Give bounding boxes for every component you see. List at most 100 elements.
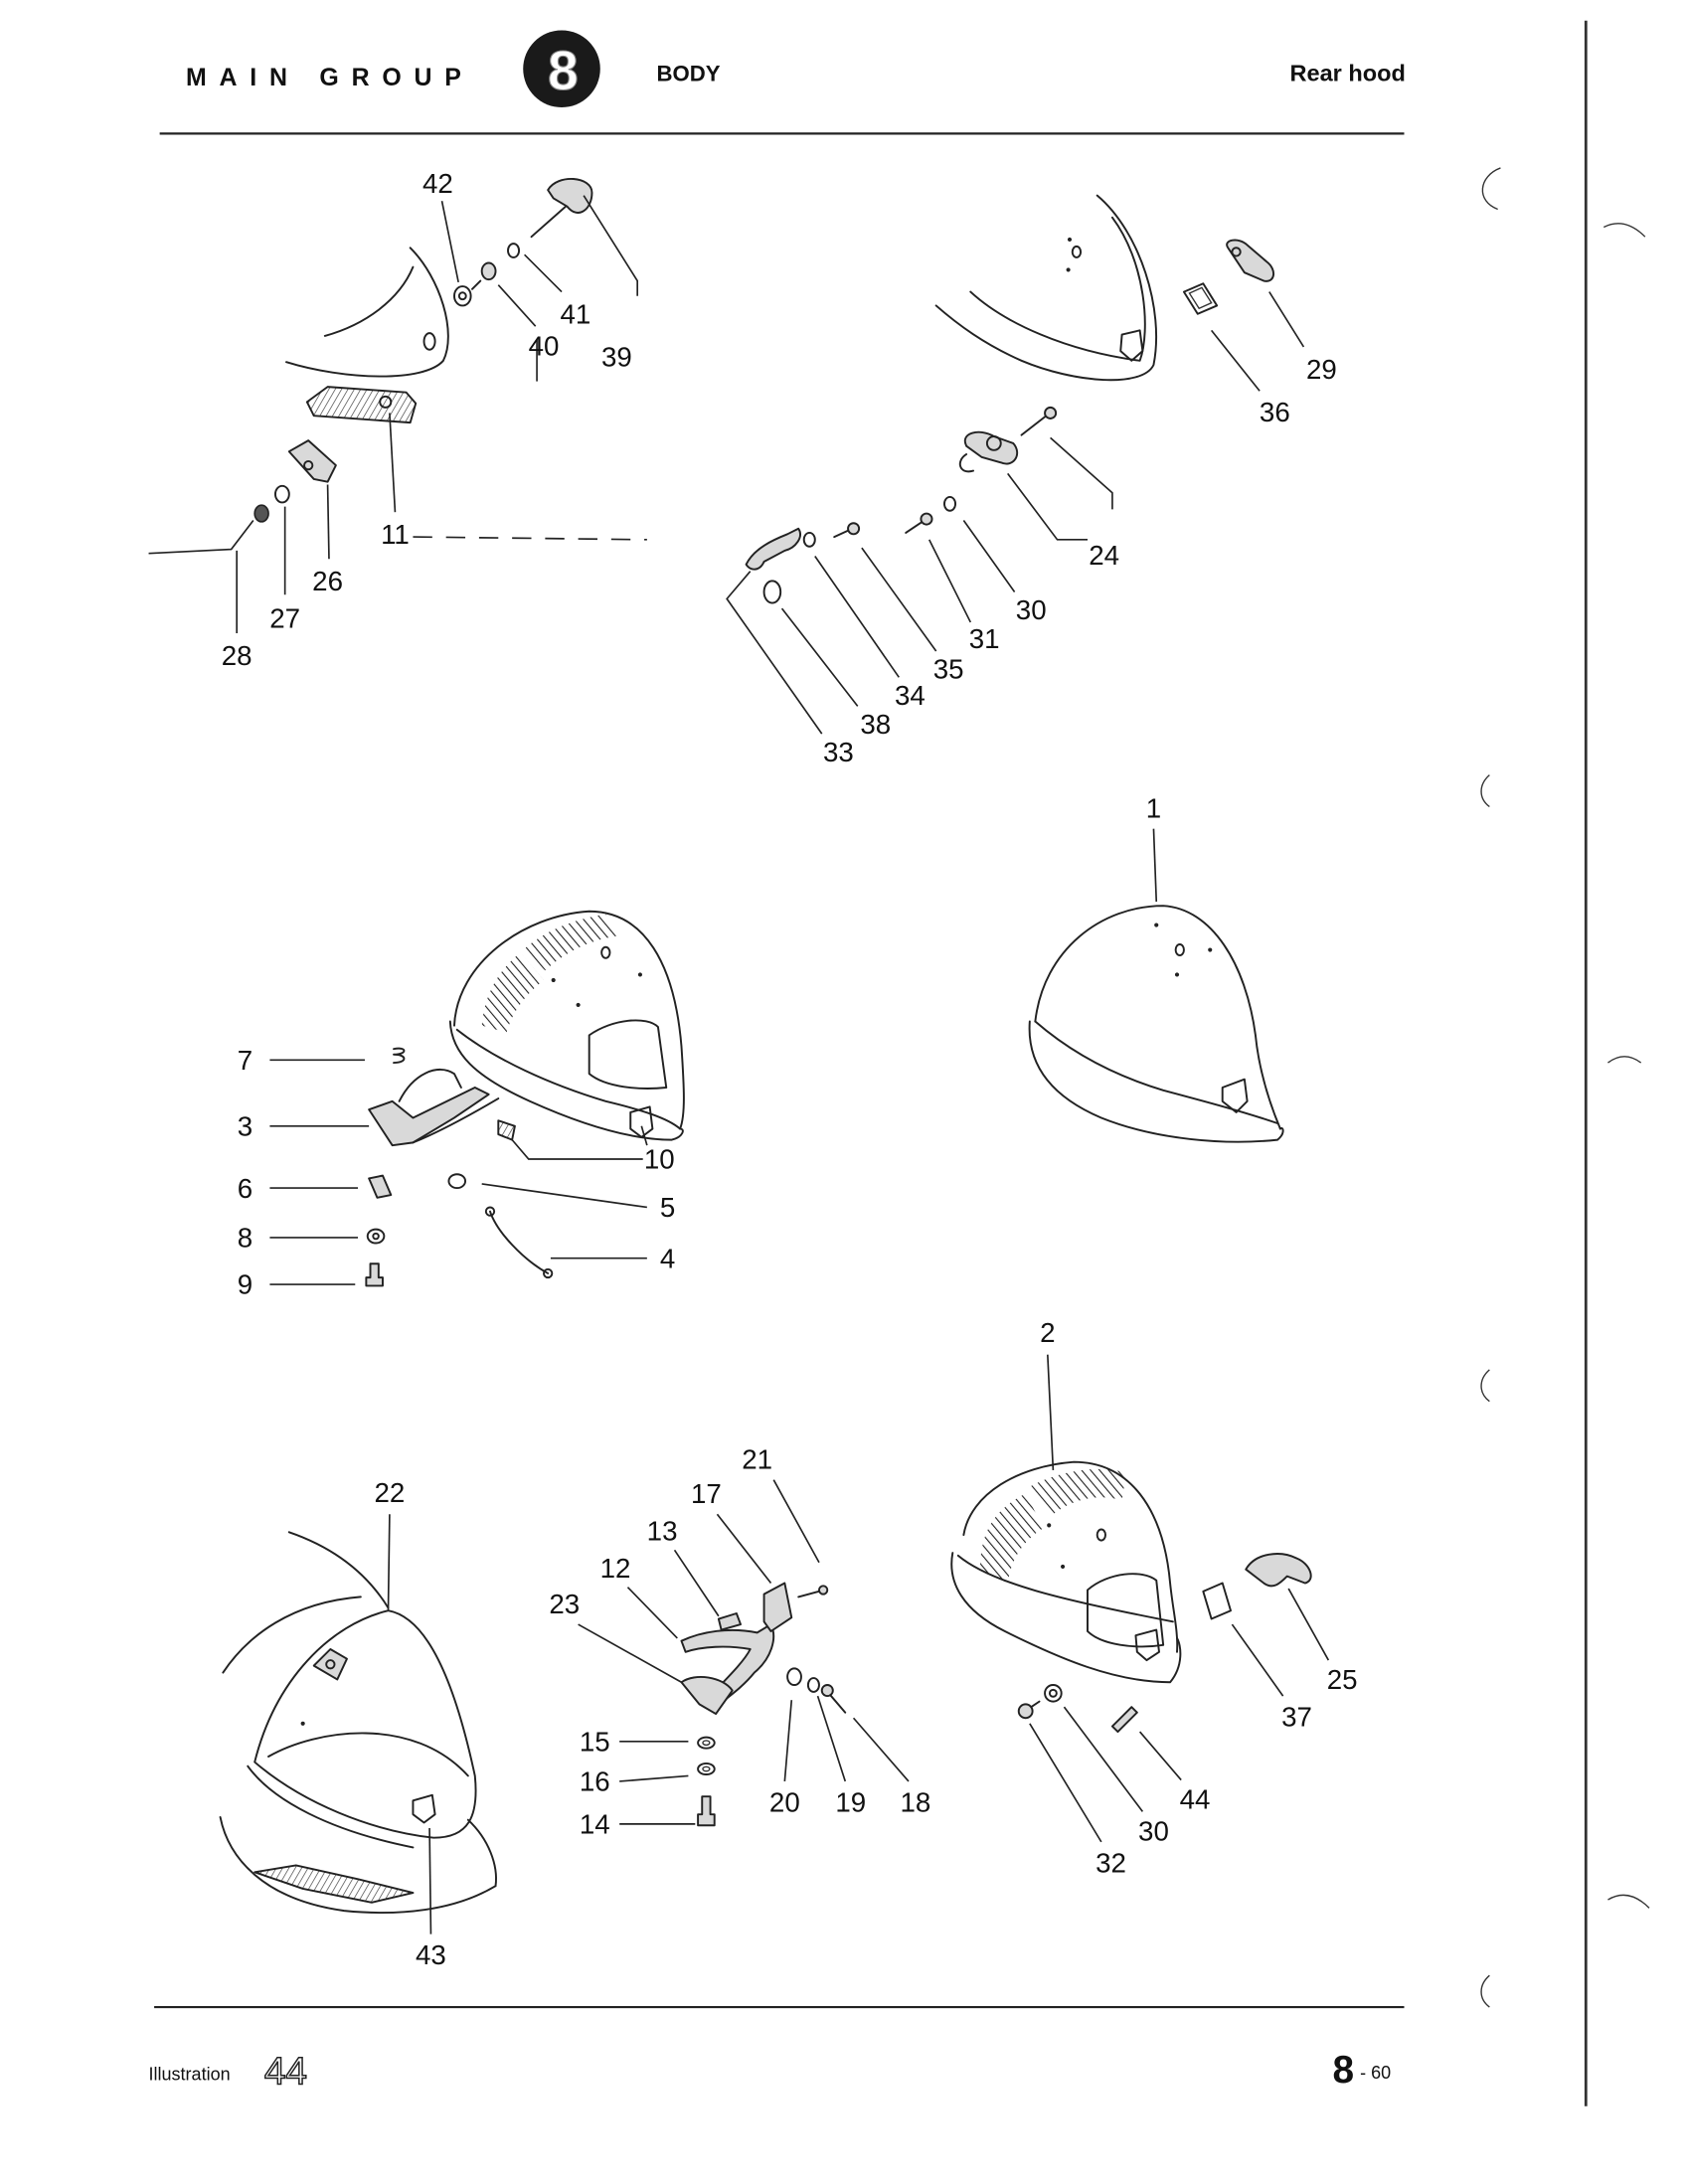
- punch-mark: [1480, 1369, 1490, 1403]
- screw-21-shaft: [797, 1590, 820, 1598]
- leader-22: [387, 1514, 391, 1611]
- callout-30-upper: 30: [1016, 594, 1047, 625]
- latch-22: [312, 1648, 348, 1681]
- rod-4: [489, 1210, 550, 1274]
- spring-7: [393, 1047, 406, 1065]
- leader-21: [772, 1479, 820, 1564]
- hood-corner-crease: [323, 265, 415, 337]
- leader-33: [726, 571, 823, 735]
- group-number: 8: [548, 40, 579, 101]
- hood-1-dome: [1034, 905, 1281, 1130]
- hood-latch-handle-group: [253, 177, 593, 523]
- page-title: Rear hood: [1290, 61, 1406, 86]
- leader-40: [497, 284, 537, 327]
- hinge-3: [368, 1087, 490, 1147]
- washer-8: [366, 1228, 386, 1245]
- mount-dot: [1066, 267, 1071, 272]
- hood-2-skirt-top: [956, 1554, 1174, 1623]
- leader-32: [1029, 1723, 1102, 1843]
- gasket-36-inner: [1188, 286, 1213, 310]
- callout-8: 8: [238, 1223, 253, 1254]
- hood-vented-skirt-top: [455, 1028, 682, 1130]
- rod-4-end: [484, 1206, 496, 1217]
- gasket-36: [1182, 282, 1219, 315]
- rear-hood-vented-hinge-group: [365, 910, 685, 1287]
- screw-21-head: [817, 1585, 829, 1596]
- callout-41: 41: [560, 298, 590, 329]
- callout-19: 19: [835, 1786, 866, 1817]
- emblem-icon: [1119, 329, 1144, 362]
- hood-vented-dot: [637, 972, 643, 977]
- callout-3: 3: [238, 1110, 253, 1141]
- leader-26: [326, 484, 330, 560]
- callout-22: 22: [374, 1477, 405, 1508]
- leader-17: [716, 1513, 772, 1585]
- leader-34: [814, 555, 900, 678]
- washer-30: [943, 495, 957, 512]
- bracket-17: [762, 1582, 793, 1632]
- pin-44: [1110, 1706, 1138, 1734]
- screw-31-head: [920, 512, 933, 526]
- lock-plate-ring: [379, 395, 393, 409]
- callout-17: 17: [691, 1478, 722, 1509]
- illustration-label: Illustration: [149, 2064, 231, 2084]
- connection-dashed: [413, 536, 647, 541]
- punch-mark: [1481, 167, 1501, 211]
- bolt-32-shaft: [1030, 1700, 1041, 1709]
- leader-12: [626, 1587, 678, 1639]
- hinge-3-strut: [412, 1097, 500, 1144]
- scan-artifact: [1607, 1894, 1650, 1909]
- hood-corner-outline: [285, 247, 449, 378]
- nut-42-hole: [457, 291, 467, 301]
- grommet-5: [447, 1173, 467, 1190]
- leader-25: [1287, 1588, 1330, 1661]
- hood-opening-inner: [267, 1732, 469, 1777]
- callout-36: 36: [1260, 397, 1290, 427]
- hood-vented-recess: [588, 1019, 668, 1090]
- callout-9: 9: [238, 1269, 253, 1300]
- rod-4-end: [543, 1267, 554, 1279]
- gasket-37: [1202, 1582, 1232, 1620]
- latch-22-hole: [325, 1659, 336, 1670]
- hood-1-emblem-icon: [1221, 1078, 1249, 1113]
- nut-28: [253, 504, 269, 523]
- hood-1-skirt-top: [1034, 1020, 1279, 1124]
- hinge-3-arm: [398, 1069, 462, 1102]
- hood-2-recess: [1087, 1573, 1165, 1648]
- hood-vented-emblem-icon: [629, 1105, 654, 1138]
- bolt-32-head: [1017, 1703, 1034, 1720]
- section-label: BODY: [657, 62, 721, 86]
- washer-34: [802, 531, 816, 548]
- leader-24-right: [1050, 436, 1113, 510]
- bolt-18-shaft: [827, 1692, 847, 1714]
- bracket-26-hole: [303, 459, 314, 471]
- leader-31: [927, 539, 972, 623]
- callout-35: 35: [933, 654, 964, 685]
- callout-33: 33: [823, 737, 854, 767]
- nut-42: [453, 285, 472, 307]
- illustration-number: 44: [264, 2051, 307, 2094]
- hood-1-handle-mark: [1174, 943, 1185, 957]
- punch-mark: [1480, 774, 1490, 808]
- scan-margin: [1480, 20, 1650, 2106]
- punch-mark: [1480, 1974, 1490, 2008]
- lock-24-cylinder: [985, 435, 1002, 451]
- callout-28: 28: [222, 640, 253, 671]
- callout-7: 7: [238, 1045, 253, 1076]
- leader-38: [780, 607, 859, 707]
- leader-44: [1138, 1731, 1182, 1781]
- body-line-top: [287, 1531, 390, 1609]
- callout-26: 26: [312, 566, 343, 596]
- grommet-38: [762, 580, 782, 604]
- page-footer: Illustration 44 8 - 60: [149, 2005, 1405, 2094]
- leader-2: [1047, 1354, 1055, 1471]
- leader-5: [481, 1183, 647, 1209]
- callout-40: 40: [529, 330, 560, 361]
- bracket-33: [745, 527, 801, 571]
- rear-hood-1: [1028, 905, 1284, 1143]
- hinge-plate-23: [680, 1675, 734, 1716]
- hood-2-dot: [1060, 1564, 1066, 1569]
- callout-14: 14: [580, 1809, 610, 1840]
- leader-35: [861, 547, 937, 652]
- callout-31: 31: [969, 623, 1000, 654]
